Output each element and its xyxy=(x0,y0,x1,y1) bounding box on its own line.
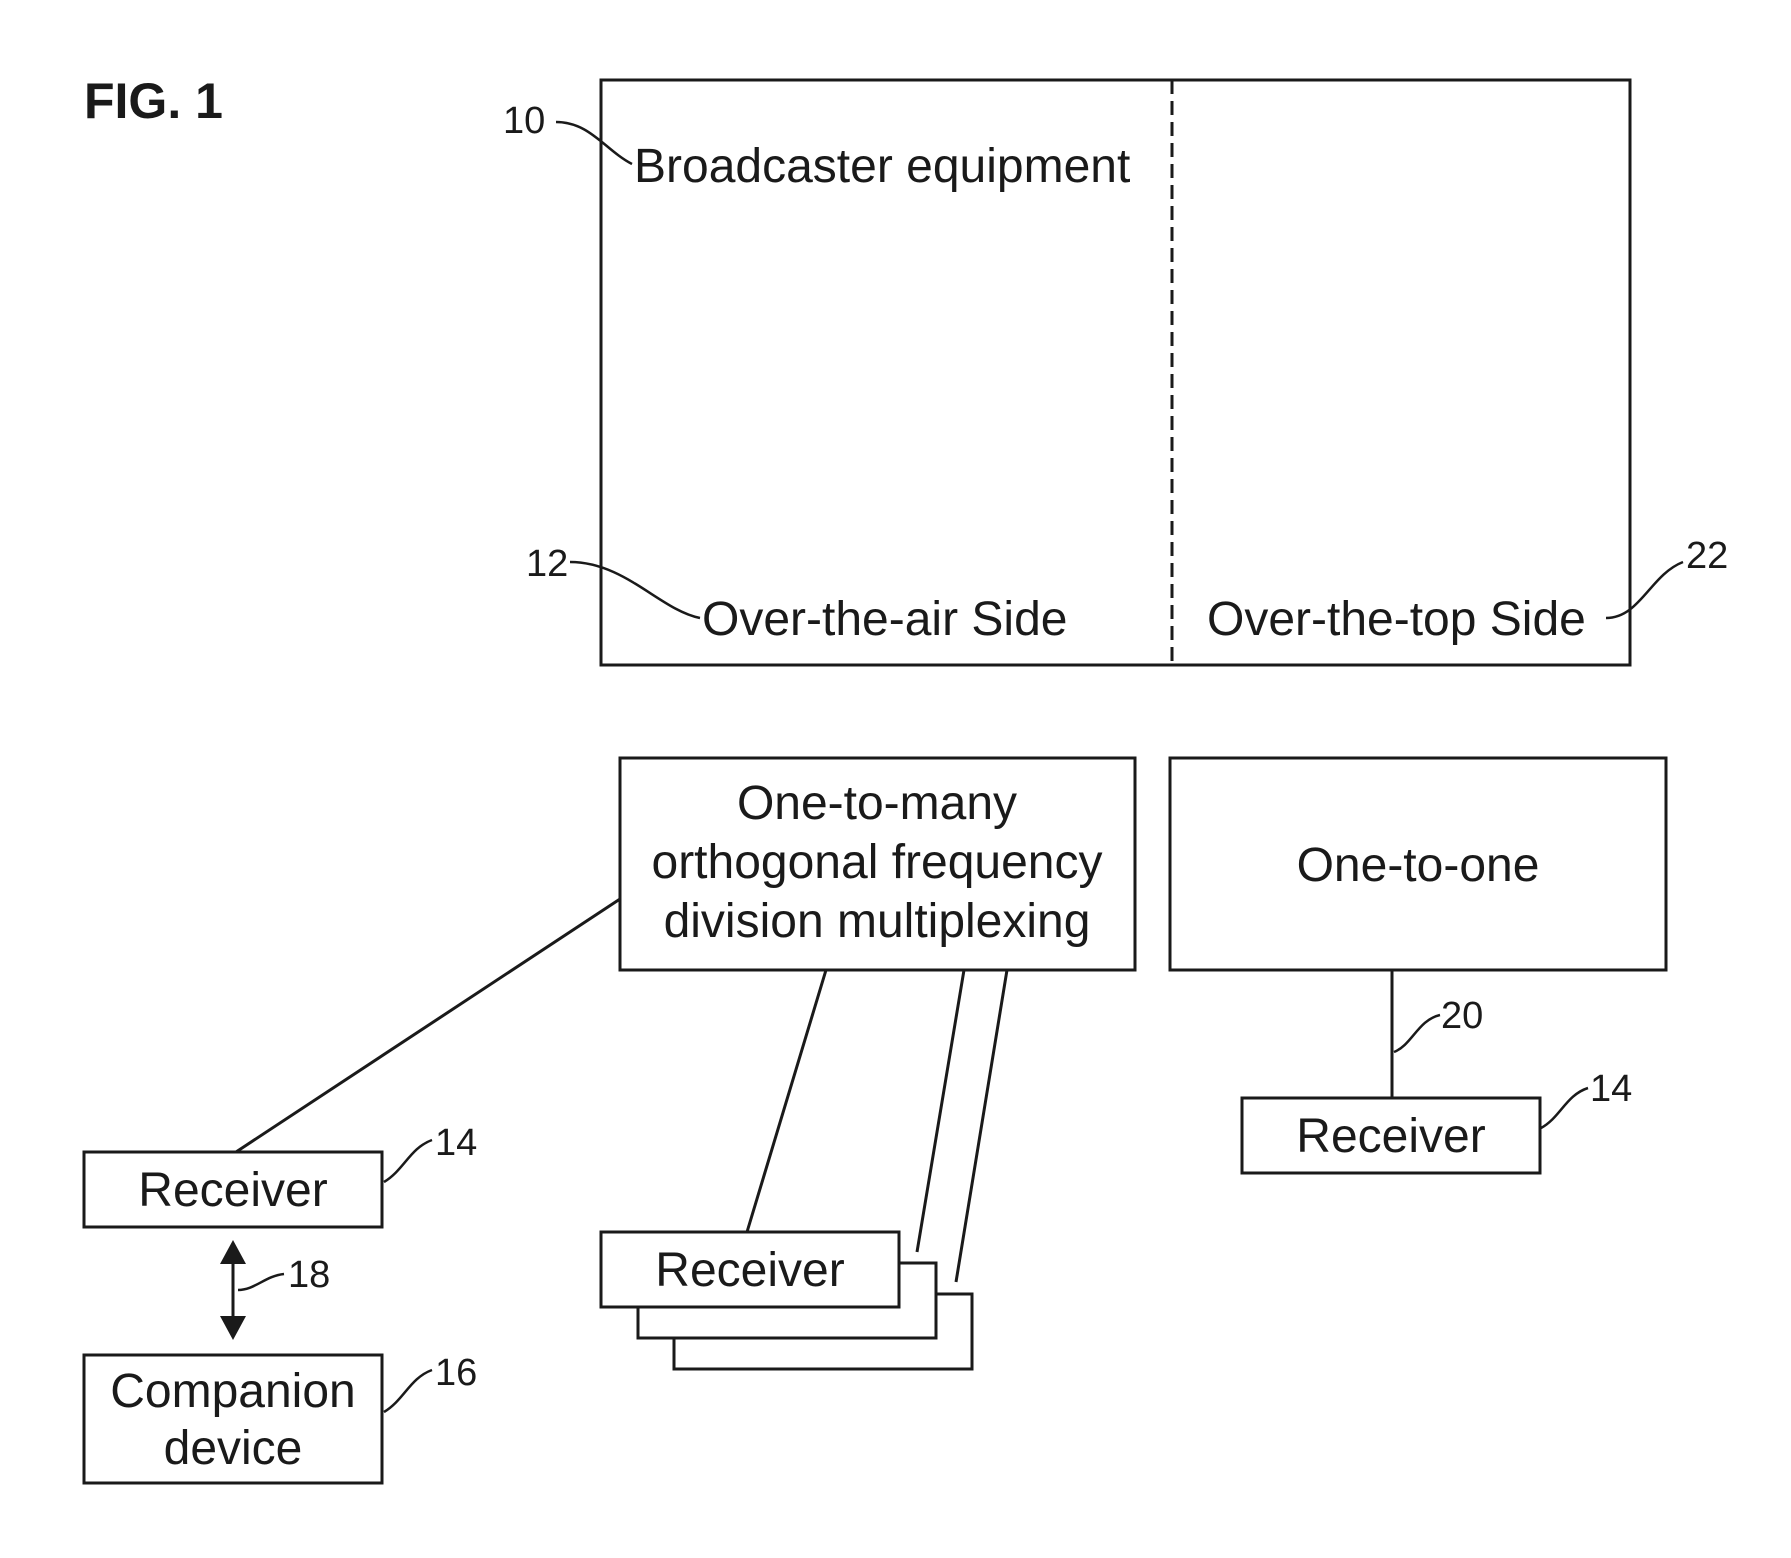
ott-side-label: Over-the-top Side xyxy=(1207,593,1586,646)
leader-18 xyxy=(237,1272,285,1292)
ref-18: 18 xyxy=(288,1254,330,1296)
figure-label: FIG. 1 xyxy=(84,73,223,129)
stacked-receiver-front xyxy=(599,1230,901,1309)
arrow-up-head xyxy=(220,1240,246,1264)
leader-12 xyxy=(569,560,701,620)
leader-14-right xyxy=(1540,1086,1589,1130)
one-to-one-box xyxy=(1168,756,1668,972)
ref-12: 12 xyxy=(526,543,568,585)
ref-22: 22 xyxy=(1686,535,1728,577)
ofdm-link-front xyxy=(745,969,828,1233)
leader-20 xyxy=(1393,1013,1441,1054)
companion-device-box xyxy=(82,1353,384,1485)
ota-receiver-ref-14: 14 xyxy=(435,1122,477,1164)
ota-side-label: Over-the-air Side xyxy=(702,593,1067,646)
companion-ref-16: 16 xyxy=(435,1352,477,1394)
ofdm-link-middle xyxy=(915,969,966,1253)
broadcaster-title: Broadcaster equipment xyxy=(634,140,1130,193)
ofdm-line-3: division multiplexing xyxy=(664,895,1091,948)
ref-10: 10 xyxy=(503,100,545,142)
leader-10 xyxy=(555,120,633,166)
companion-line-1: Companion xyxy=(110,1365,355,1418)
stacked-receiver-label: Receiver xyxy=(655,1244,844,1297)
ota-receiver-label: Receiver xyxy=(138,1164,327,1217)
leader-16 xyxy=(383,1368,433,1414)
arrow-down-head xyxy=(220,1316,246,1340)
ofdm-line-2: orthogonal frequency xyxy=(652,836,1103,889)
broadcaster-equipment-box xyxy=(599,78,1632,667)
one-to-one-label: One-to-one xyxy=(1297,839,1540,892)
ott-receiver-label: Receiver xyxy=(1296,1110,1485,1163)
ofdm-link-back xyxy=(954,969,1009,1283)
companion-line-2: device xyxy=(164,1422,303,1475)
ref-20: 20 xyxy=(1441,995,1483,1037)
leader-22 xyxy=(1605,560,1684,620)
ott-receiver-box xyxy=(1240,1096,1542,1175)
ott-receiver-ref-14: 14 xyxy=(1590,1068,1632,1110)
leader-14-left xyxy=(383,1138,433,1184)
ofdm-line-1: One-to-many xyxy=(737,777,1017,830)
one-to-many-ofdm-box xyxy=(618,756,1137,972)
ota-receiver-box xyxy=(82,1150,384,1229)
ota-link-left xyxy=(235,897,621,1154)
